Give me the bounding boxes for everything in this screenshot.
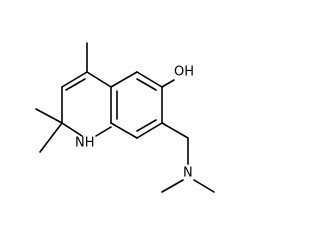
bond-c5-c6: [136, 71, 163, 88]
bond-n-methyl-a: [161, 179, 184, 193]
bond-c4-c3-inner: [65, 78, 86, 91]
bond-c4-c3: [61, 71, 88, 88]
bond-c7-c8-inner: [136, 119, 157, 132]
bond-c7-ch2: [161, 122, 189, 139]
ring-nh-label: NH: [75, 136, 95, 151]
bond-c8-c8a: [110, 122, 138, 139]
hydroxyl-label: OH: [174, 65, 194, 80]
bond-c4a-c5: [110, 71, 138, 88]
structure-canvas: OH NH N: [35, 42, 215, 193]
bond-n1-c8a: [95, 126, 112, 137]
bond-c4-c4a: [86, 71, 112, 88]
bond-c2-n1: [61, 122, 83, 137]
bond-c2-methyl-b: [39, 122, 63, 153]
bond-c5-c6-inner: [136, 78, 157, 91]
bond-c2-methyl-a: [35, 108, 63, 124]
molecule-diagram: OH NH N: [35, 42, 215, 193]
bond-n-methyl-b: [193, 179, 215, 193]
bond-c7-c8: [136, 122, 163, 139]
bond-c6-o: [161, 79, 175, 88]
amine-n-label: N: [183, 166, 193, 181]
